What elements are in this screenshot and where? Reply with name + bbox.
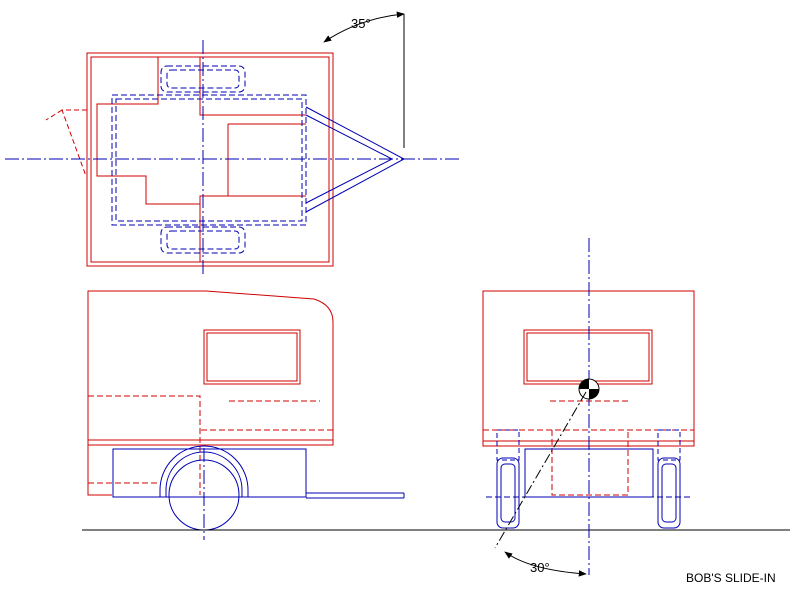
- tongue-angle-dimension: [323, 11, 405, 148]
- side-view-trailer: [112, 445, 405, 540]
- top-view: 35°: [5, 11, 460, 275]
- side-view-camper: [87, 290, 334, 496]
- top-view-centerlines: [5, 40, 460, 275]
- center-of-gravity-icon: [578, 378, 600, 400]
- departure-angle-label: 30°: [530, 560, 550, 575]
- departure-angle-dimension: [504, 551, 587, 577]
- side-view: [82, 290, 790, 540]
- drawing-title: BOB'S SLIDE-IN: [686, 571, 776, 585]
- rear-view-trailer: [486, 429, 690, 529]
- rear-view: 30°: [482, 238, 695, 577]
- top-view-camper: [45, 52, 334, 267]
- tongue-angle-label: 35°: [351, 16, 371, 31]
